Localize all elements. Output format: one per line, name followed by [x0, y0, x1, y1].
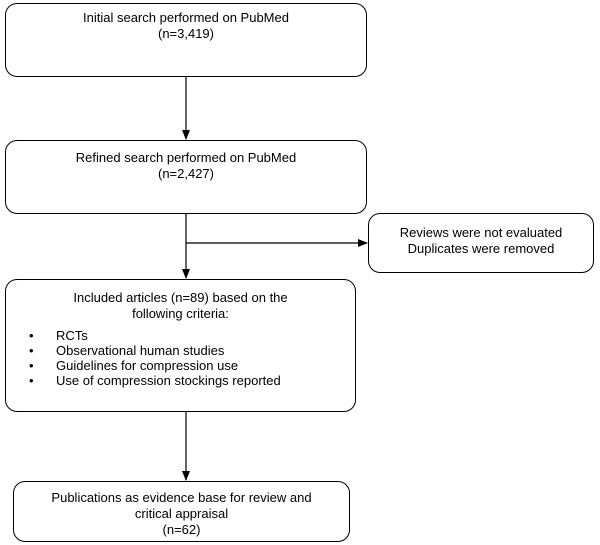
final-publications-label-cont: critical appraisal	[134, 506, 229, 521]
exclusion-duplicates: Duplicates were removed	[407, 241, 555, 256]
criteria-item-label: RCTs	[56, 328, 88, 343]
exclusion-box: Reviews were not evaluated Duplicates we…	[368, 213, 594, 273]
criteria-item-label: Use of compression stockings reported	[56, 373, 281, 388]
final-publications-count: (n=62)	[162, 522, 201, 537]
criteria-item: • Use of compression stockings reported	[29, 373, 355, 388]
final-publications-label: Publications as evidence base for review…	[51, 490, 312, 505]
refined-search-count: (n=2,427)	[157, 166, 214, 181]
included-articles-label: Included articles (n=89) based on the	[73, 290, 288, 305]
final-publications-box: Publications as evidence base for review…	[13, 481, 350, 542]
initial-search-label: Initial search performed on PubMed	[83, 10, 289, 25]
bullet-glyph: •	[29, 328, 34, 343]
refined-search-label: Refined search performed on PubMed	[75, 150, 297, 165]
criteria-item-label: Observational human studies	[56, 343, 225, 358]
criteria-item: • RCTs	[29, 328, 355, 343]
initial-search-box: Initial search performed on PubMed (n=3,…	[5, 3, 367, 77]
criteria-list: • RCTs • Observational human studies • G…	[6, 328, 355, 388]
bullet-glyph: •	[29, 358, 34, 373]
refined-search-box: Refined search performed on PubMed (n=2,…	[5, 140, 367, 214]
criteria-item-label: Guidelines for compression use	[56, 358, 239, 373]
criteria-item: • Guidelines for compression use	[29, 358, 355, 373]
initial-search-count: (n=3,419)	[157, 26, 214, 41]
bullet-glyph: •	[29, 373, 34, 388]
bullet-glyph: •	[29, 343, 34, 358]
criteria-item: • Observational human studies	[29, 343, 355, 358]
included-criteria-heading: following criteria:	[132, 306, 229, 321]
exclusion-reviews: Reviews were not evaluated	[399, 225, 563, 240]
included-articles-box: Included articles (n=89) based on the fo…	[5, 279, 356, 412]
